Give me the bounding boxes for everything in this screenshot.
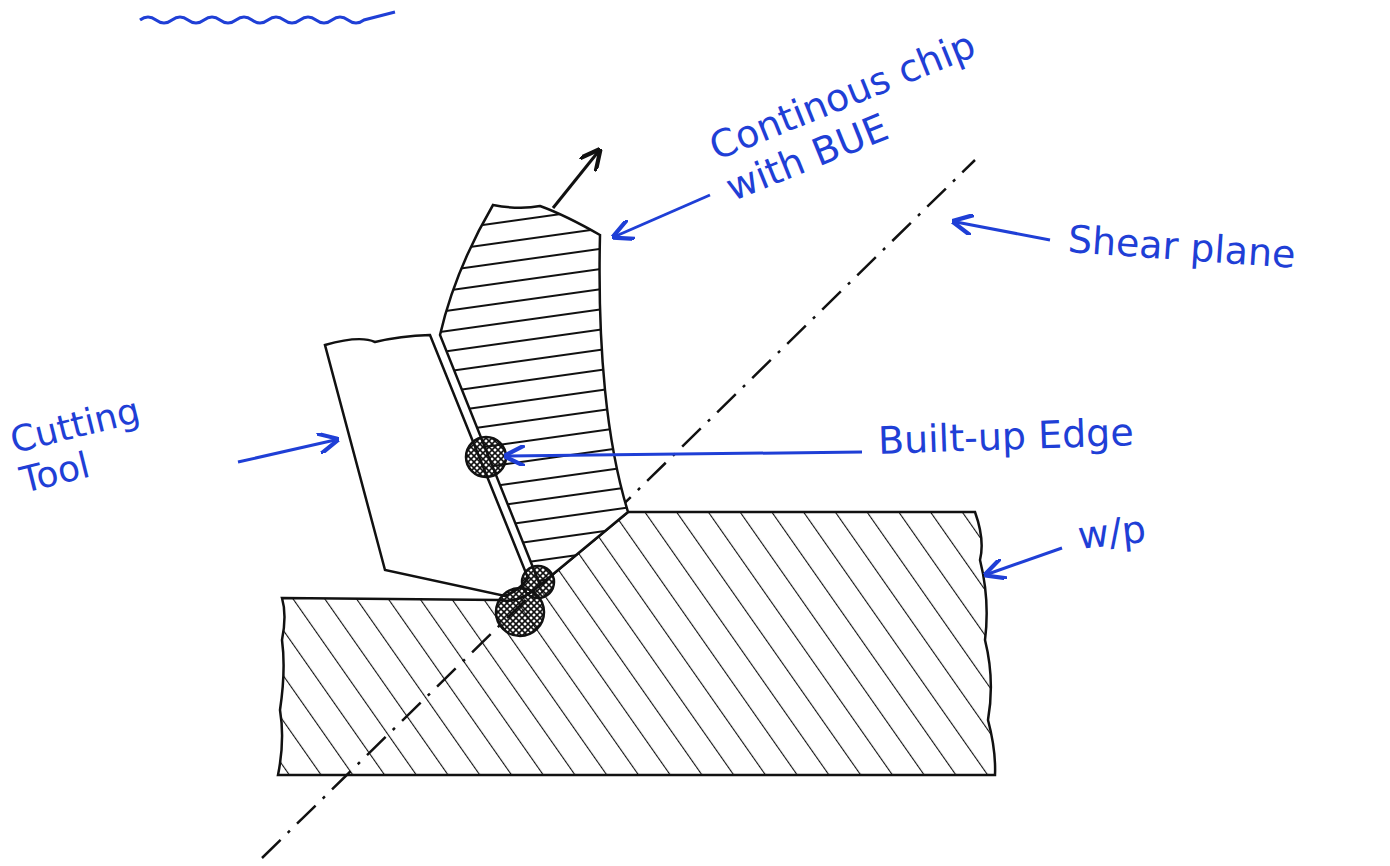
leader-arrow (988, 548, 1062, 574)
built-up-edge (496, 588, 544, 636)
chip-flow-arrow (553, 152, 598, 208)
underline-squiggle (140, 12, 395, 23)
shear-plane-label: Shear plane (1066, 218, 1368, 283)
tool-label: Cutting Tool (6, 370, 230, 501)
leader-arrow (616, 195, 710, 236)
built-up-edge (466, 437, 506, 477)
chip-label: Continous chip with BUE (704, 6, 1043, 211)
cutting-tool (325, 335, 528, 596)
workpiece-label: w/p (1076, 503, 1200, 559)
leader-arrow (238, 440, 335, 462)
leader-arrow (508, 452, 862, 456)
bue-label: Built-up Edge (877, 409, 1198, 464)
leader-arrow (956, 222, 1050, 240)
